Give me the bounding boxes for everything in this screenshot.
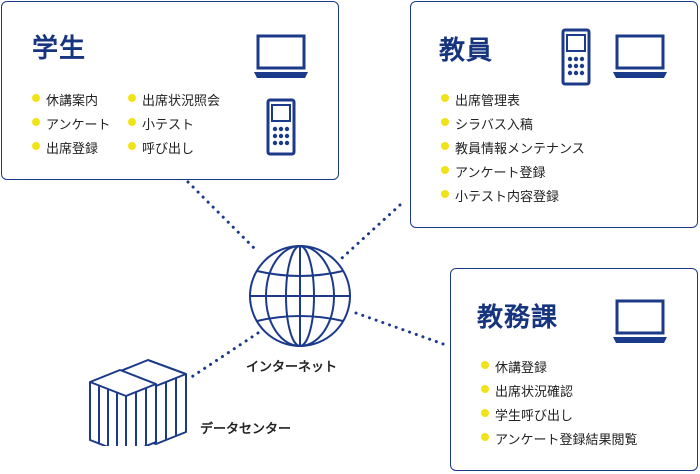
- laptop-icon: [613, 299, 667, 343]
- connector-faculty: [340, 203, 402, 260]
- server-rack-icon: [89, 359, 187, 446]
- connector-student: [186, 180, 260, 254]
- office-title: 教務課: [477, 303, 559, 333]
- office-box: 教務課 休講登録 出席状況確認 学生呼び出し アンケート登録結果閲覧: [450, 268, 698, 471]
- mobile-phone-icon: [266, 98, 296, 156]
- office-item: アンケート登録結果閲覧: [481, 429, 637, 448]
- mobile-phone-icon: [561, 28, 591, 86]
- laptop-icon: [613, 34, 667, 78]
- faculty-item: 出席管理表: [441, 90, 520, 109]
- faculty-item: アンケート登録: [441, 162, 545, 181]
- student-item: 呼び出し: [128, 138, 194, 157]
- student-item: 小テスト: [128, 114, 194, 133]
- laptop-icon: [254, 34, 308, 78]
- internet-label: インターネット: [246, 360, 338, 375]
- faculty-item: シラバス入稿: [441, 114, 533, 133]
- office-item: 出席状況確認: [481, 381, 573, 400]
- office-item: 学生呼び出し: [481, 405, 573, 424]
- student-item: 出席状況照会: [128, 90, 220, 109]
- connector-office: [354, 311, 448, 347]
- connector-datacenter: [188, 331, 260, 380]
- student-box: 学生 休講案内 アンケート 出席登録 出席状況照会 小テスト 呼び出し: [1, 1, 339, 180]
- faculty-title: 教員: [439, 36, 494, 66]
- datacenter-label: データセンター: [200, 422, 292, 437]
- office-item: 休講登録: [481, 357, 547, 376]
- student-title: 学生: [32, 34, 87, 64]
- faculty-box: 教員 出席管理表 シラバス入稿 教員情報メンテナンス アンケート登録 小テスト内…: [410, 1, 698, 228]
- faculty-item: 教員情報メンテナンス: [441, 138, 585, 157]
- faculty-item: 小テスト内容登録: [441, 186, 559, 205]
- student-item: 休講案内: [32, 90, 98, 109]
- globe-icon: [249, 245, 351, 347]
- student-item: 出席登録: [32, 138, 98, 157]
- student-item: アンケート: [32, 114, 110, 133]
